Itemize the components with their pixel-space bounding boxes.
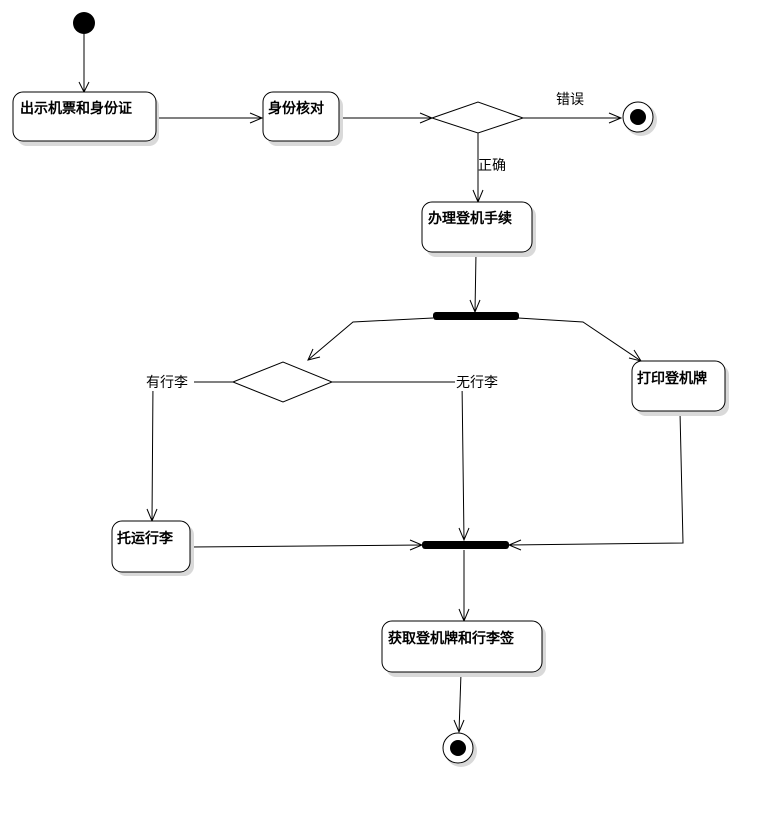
guard-correct-label: 正确: [478, 158, 506, 174]
edge-decision-to-check-baggage: [146, 381, 233, 523]
activity-checkin: 办理登机手续: [421, 201, 536, 257]
final-node-end: [442, 732, 477, 767]
activity-print-pass: 打印登机牌: [631, 360, 729, 416]
activity-get-pass-tags: 获取登机牌和行李签: [381, 620, 546, 677]
activity-verify-id: 身份核对: [262, 91, 343, 146]
activity-check-baggage: 托运行李: [111, 520, 194, 576]
guard-wrong-label: 错误: [556, 92, 584, 108]
activity-check-baggage-label: 托运行李: [117, 530, 174, 547]
edge-join-to-get-pass: [458, 550, 470, 623]
activity-show-ticket-id: 出示机票和身份证: [12, 91, 159, 146]
activity-show-ticket-id-label: 出示机票和身份证: [20, 100, 132, 117]
edge-decision-to-end-wrong: [523, 112, 623, 124]
final-node-wrong: [622, 101, 657, 136]
fork-bar: [433, 312, 519, 320]
initial-node: [73, 12, 95, 34]
edge-check-baggage-to-join: [189, 539, 424, 551]
edge-print-pass-to-join: [507, 411, 684, 551]
edge-fork-to-print-pass: [517, 317, 643, 362]
activity-verify-id-label: 身份核对: [268, 100, 324, 117]
join-bar: [422, 541, 509, 549]
activity-checkin-label: 办理登机手续: [428, 210, 512, 227]
edge-decision-to-join-no-baggage: [332, 381, 470, 542]
edge-verify-to-decision: [340, 112, 434, 124]
guard-has-baggage-label: 有行李: [146, 375, 188, 391]
edge-show-ticket-to-verify: [157, 112, 264, 124]
decision-id-check: [430, 101, 525, 134]
edge-fork-to-baggage-decision: [307, 317, 434, 361]
activity-print-pass-label: 打印登机牌: [637, 370, 707, 387]
guard-no-baggage-label: 无行李: [456, 375, 498, 391]
activity-get-pass-tags-label: 获取登机牌和行李签: [388, 630, 515, 647]
decision-baggage: [231, 361, 334, 403]
edge-get-pass-to-end: [453, 672, 465, 734]
edge-start-to-show-ticket: [78, 34, 90, 94]
edge-checkin-to-fork: [469, 252, 481, 314]
